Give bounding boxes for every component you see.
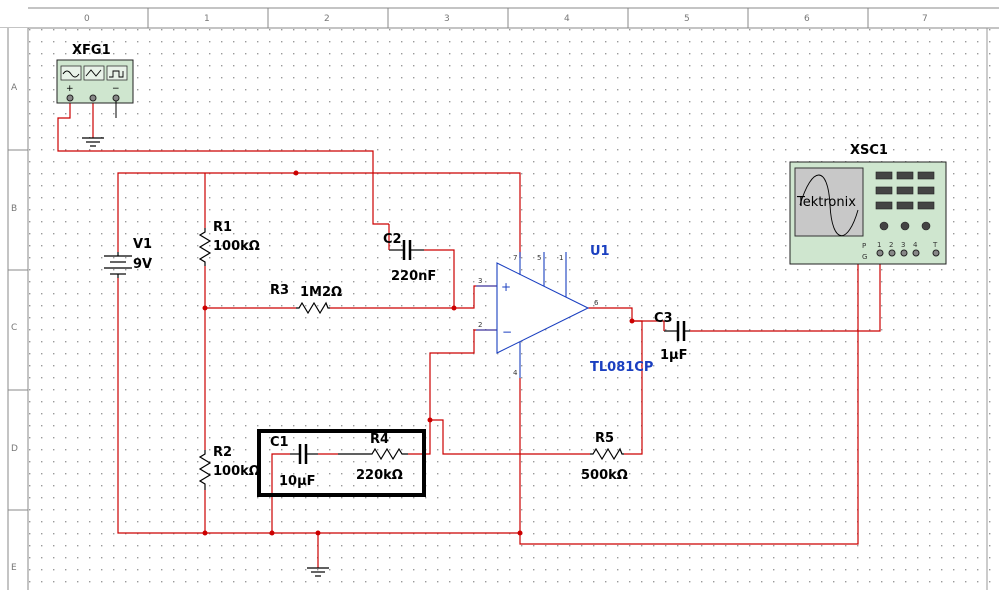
xsc1-pin-label: T [932, 241, 938, 249]
ruler-col-label: 7 [922, 14, 928, 24]
r5-value: 500kΩ [581, 468, 628, 483]
v1-value: 9V [133, 257, 152, 272]
u1-model: TL081CP [590, 360, 653, 375]
u1-pin-label: 4 [513, 369, 518, 377]
top-ruler: 0 1 2 3 4 5 6 7 [0, 0, 999, 29]
c1-value: 10µF [279, 474, 316, 489]
xsc1-pin-label: P [862, 242, 866, 250]
c3-label: C3 [654, 311, 673, 326]
oscilloscope-xsc1[interactable]: XSC1 Tektronix P G 1 2 3 4 T [789, 143, 947, 265]
r2-label: R2 [213, 445, 232, 460]
ruler-row-label: C [11, 323, 17, 333]
r2-value: 100kΩ [213, 464, 260, 479]
c1-label: C1 [270, 435, 289, 450]
left-ruler: A B C D E [0, 28, 29, 590]
c2-value: 220nF [391, 269, 436, 284]
xsc1-pin-label: 4 [913, 241, 918, 249]
xsc1-pin-label: 2 [889, 241, 893, 249]
u1-label: U1 [590, 244, 610, 259]
xsc1-pin-label: 3 [901, 241, 905, 249]
r1-value: 100kΩ [213, 239, 260, 254]
v1-label: V1 [133, 237, 152, 252]
battery-v1[interactable] [104, 252, 132, 278]
u1-pin-label: 3 [478, 277, 482, 285]
u1-pin-label: 7 [513, 254, 517, 262]
r5-label: R5 [595, 431, 614, 446]
triangle-wave-icon [85, 69, 102, 77]
resistor-r1[interactable] [198, 228, 212, 266]
ruler-row-label: A [11, 83, 18, 93]
ruler-row-label: E [11, 563, 17, 573]
ruler-col-label: 3 [444, 14, 450, 24]
r3-value: 1M2Ω [300, 285, 342, 300]
u1-pin-label: 1 [559, 254, 563, 262]
square-wave-icon [109, 70, 124, 78]
r3-label: R3 [270, 283, 289, 298]
ruler-row-label: D [11, 444, 18, 454]
resistor-r2[interactable] [198, 450, 212, 490]
capacitor-c3[interactable] [664, 321, 690, 341]
ruler-col-label: 2 [324, 14, 330, 24]
ground-symbol [307, 567, 329, 577]
xfg1-label: XFG1 [72, 43, 111, 58]
xsc1-pin-label: 1 [877, 241, 881, 249]
ruler-row-label: B [11, 204, 17, 214]
sine-wave-icon [62, 70, 80, 78]
junction-dots [202, 170, 635, 536]
opamp-u1[interactable] [476, 252, 590, 378]
ruler-col-label: 4 [564, 14, 570, 24]
opamp-plus-sign: + [501, 280, 511, 294]
u1-pin-label: 5 [537, 254, 541, 262]
resistor-r4[interactable] [338, 447, 408, 461]
resistor-r5[interactable] [590, 447, 624, 461]
u1-pin-label: 2 [478, 321, 482, 329]
selection-highlight-box[interactable] [257, 429, 426, 497]
scope-brand: Tektronix [796, 195, 856, 210]
capacitor-c1[interactable] [290, 444, 318, 464]
scope-terminals [876, 249, 940, 257]
ruler-col-label: 6 [804, 14, 810, 24]
r4-value: 220kΩ [356, 468, 403, 483]
ruler-col-label: 5 [684, 14, 690, 24]
ground-symbol [82, 137, 104, 147]
function-generator-xfg1[interactable]: XFG1 + − [56, 43, 134, 104]
c2-label: C2 [383, 232, 402, 247]
scope-buttons [875, 171, 935, 231]
svg-text:−: − [112, 84, 120, 94]
ruler-col-label: 1 [204, 14, 210, 24]
xsc1-pin-label: G [862, 253, 867, 261]
svg-text:+: + [66, 84, 74, 94]
capacitor-c2[interactable] [389, 240, 424, 260]
xsc1-label: XSC1 [850, 143, 888, 158]
ruler-col-label: 0 [84, 14, 90, 24]
scope-trace-icon [799, 174, 859, 237]
u1-pin-label: 6 [594, 299, 599, 307]
r1-label: R1 [213, 220, 232, 235]
resistor-r3[interactable] [296, 301, 330, 315]
r4-label: R4 [370, 432, 389, 447]
c3-value: 1µF [660, 348, 688, 363]
opamp-minus-sign: − [502, 325, 512, 339]
